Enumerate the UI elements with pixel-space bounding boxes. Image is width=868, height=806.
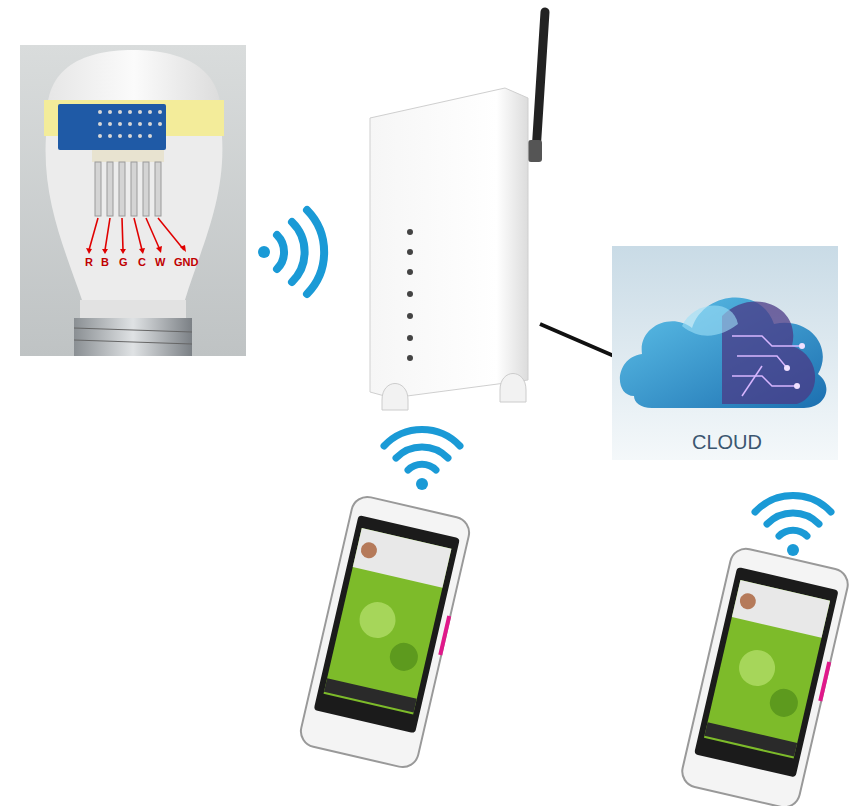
pin-label: W xyxy=(155,256,165,268)
smartphone xyxy=(679,546,852,806)
cloud-illustration xyxy=(612,246,838,460)
pin-label: B xyxy=(101,256,109,268)
smartphone xyxy=(298,494,473,771)
pin-label: G xyxy=(119,256,128,268)
wifi-dot xyxy=(787,544,799,556)
connection-line xyxy=(540,324,614,356)
pin-label: R xyxy=(85,256,93,268)
pin-label: GND xyxy=(174,256,198,268)
pin-label: C xyxy=(138,256,146,268)
wifi-signal xyxy=(277,210,324,294)
wifi-dot xyxy=(258,246,270,258)
cloud-label: CLOUD xyxy=(692,431,762,454)
wifi-dot xyxy=(416,478,428,490)
bulb-photo xyxy=(20,45,246,356)
cloud-panel: CLOUD xyxy=(612,246,838,460)
router xyxy=(370,12,545,410)
